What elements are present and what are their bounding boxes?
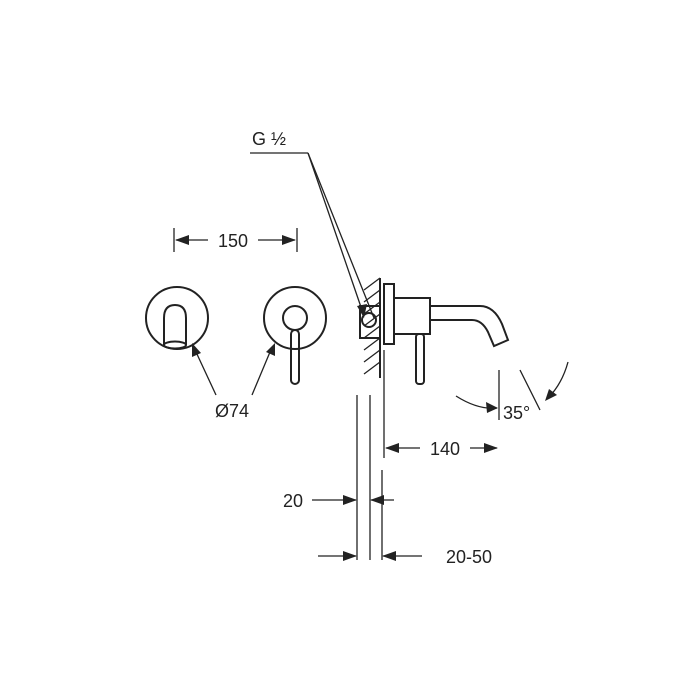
dimension-projection: 140 — [383, 350, 498, 459]
diameter-leaders: Ø74 — [192, 343, 275, 421]
label-projection: 140 — [430, 439, 460, 459]
label-thread: G ½ — [252, 129, 286, 149]
label-angle: 35° — [503, 403, 530, 423]
thread-callout: G ½ — [250, 129, 375, 319]
label-depth-range: 20-50 — [446, 547, 492, 567]
wall-section — [363, 277, 381, 378]
spout-plate — [145, 286, 209, 350]
dimension-depth-fixed: 20 — [283, 491, 394, 511]
mixer-plate — [263, 286, 327, 385]
extension-lines — [356, 395, 383, 560]
label-depth-fixed: 20 — [283, 491, 303, 511]
angle-dimension: 35° — [455, 361, 569, 423]
label-width: 150 — [218, 231, 248, 251]
dimension-depth-range: 20-50 — [318, 547, 492, 567]
dimension-width: 150 — [173, 228, 298, 252]
faucet-side-view — [359, 283, 510, 385]
label-diameter: Ø74 — [215, 401, 249, 421]
